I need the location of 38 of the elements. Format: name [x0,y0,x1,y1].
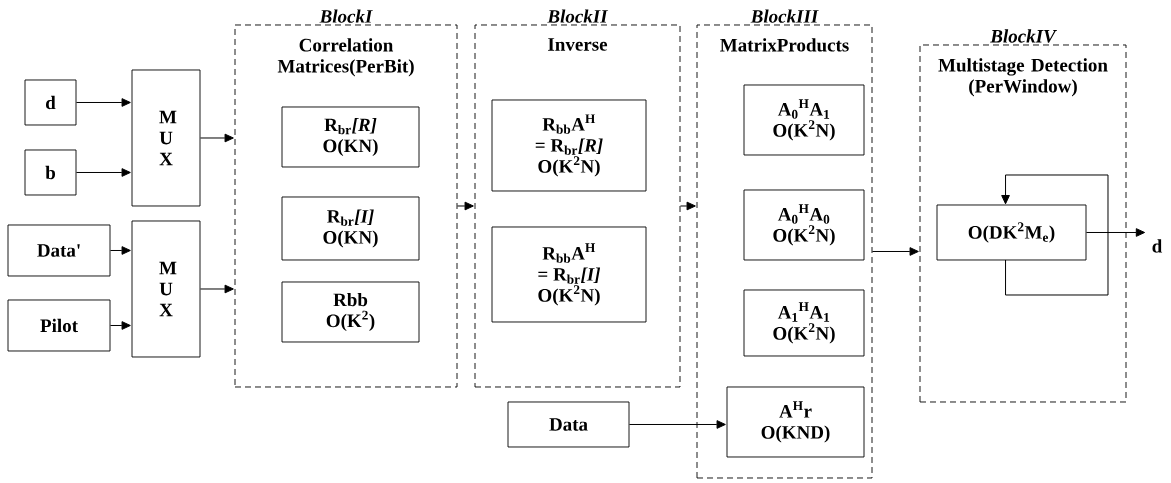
arrow [456,201,474,211]
arrow [628,420,726,429]
process-box: Data [507,401,630,448]
mux-box: M U X [131,69,201,207]
process-box: R$_{bb}$A$^{H}$ = R$_{br}$[I] O(K$^{2}$N) [491,226,647,323]
block-title: MatrixProducts [720,38,849,52]
process-box: d [24,79,77,126]
arrow [1085,228,1146,237]
process-box: A$_{1}$$^{H}$A$_{1}$ O(K$^{2}$N) [743,289,865,357]
process-box: A$^{H}$r O(KND) [726,386,865,458]
mux-box: M U X [131,220,201,358]
arrow [679,201,696,211]
block-heading: BlockIII [750,9,819,23]
block-heading: BlockIV [990,29,1058,43]
process-box: A$_{0}$$^{H}$A$_{0}$ O(K$^{2}$N) [743,189,865,261]
output-label: d [1152,239,1163,253]
block-heading: BlockI [319,9,373,23]
arrow [109,321,131,330]
block-title: Multistage Detection (PerWindow) [938,58,1108,97]
process-box: Data' [7,224,111,277]
arrow [199,133,234,143]
arrow [871,247,919,256]
process-box: R$_{br}$[R] O(KN) [281,106,420,168]
process-box: R$_{br}$[I] O(KN) [281,196,420,261]
block-title: Inverse [548,38,608,51]
process-box: O(DK$^{2}$M$_{e}$) [936,204,1087,261]
feedback-arrow [1001,174,1109,296]
process-box: b [24,149,77,196]
process-box: Rbb O(K$^{2}$) [281,281,420,343]
block-heading: BlockII [547,9,609,23]
block-title: Correlation Matrices(PerBit) [277,38,414,77]
process-box: R$_{bb}$A$^{H}$ = R$_{br}$[R] O(K$^{2}$N) [491,99,647,192]
arrow [109,246,131,255]
arrow [75,168,131,177]
process-box: A$_{0}$$^{H}$A$_{1}$ O(K$^{2}$N) [743,84,865,156]
process-box: Pilot [7,299,111,352]
arrow [75,98,131,107]
arrow [199,284,234,294]
